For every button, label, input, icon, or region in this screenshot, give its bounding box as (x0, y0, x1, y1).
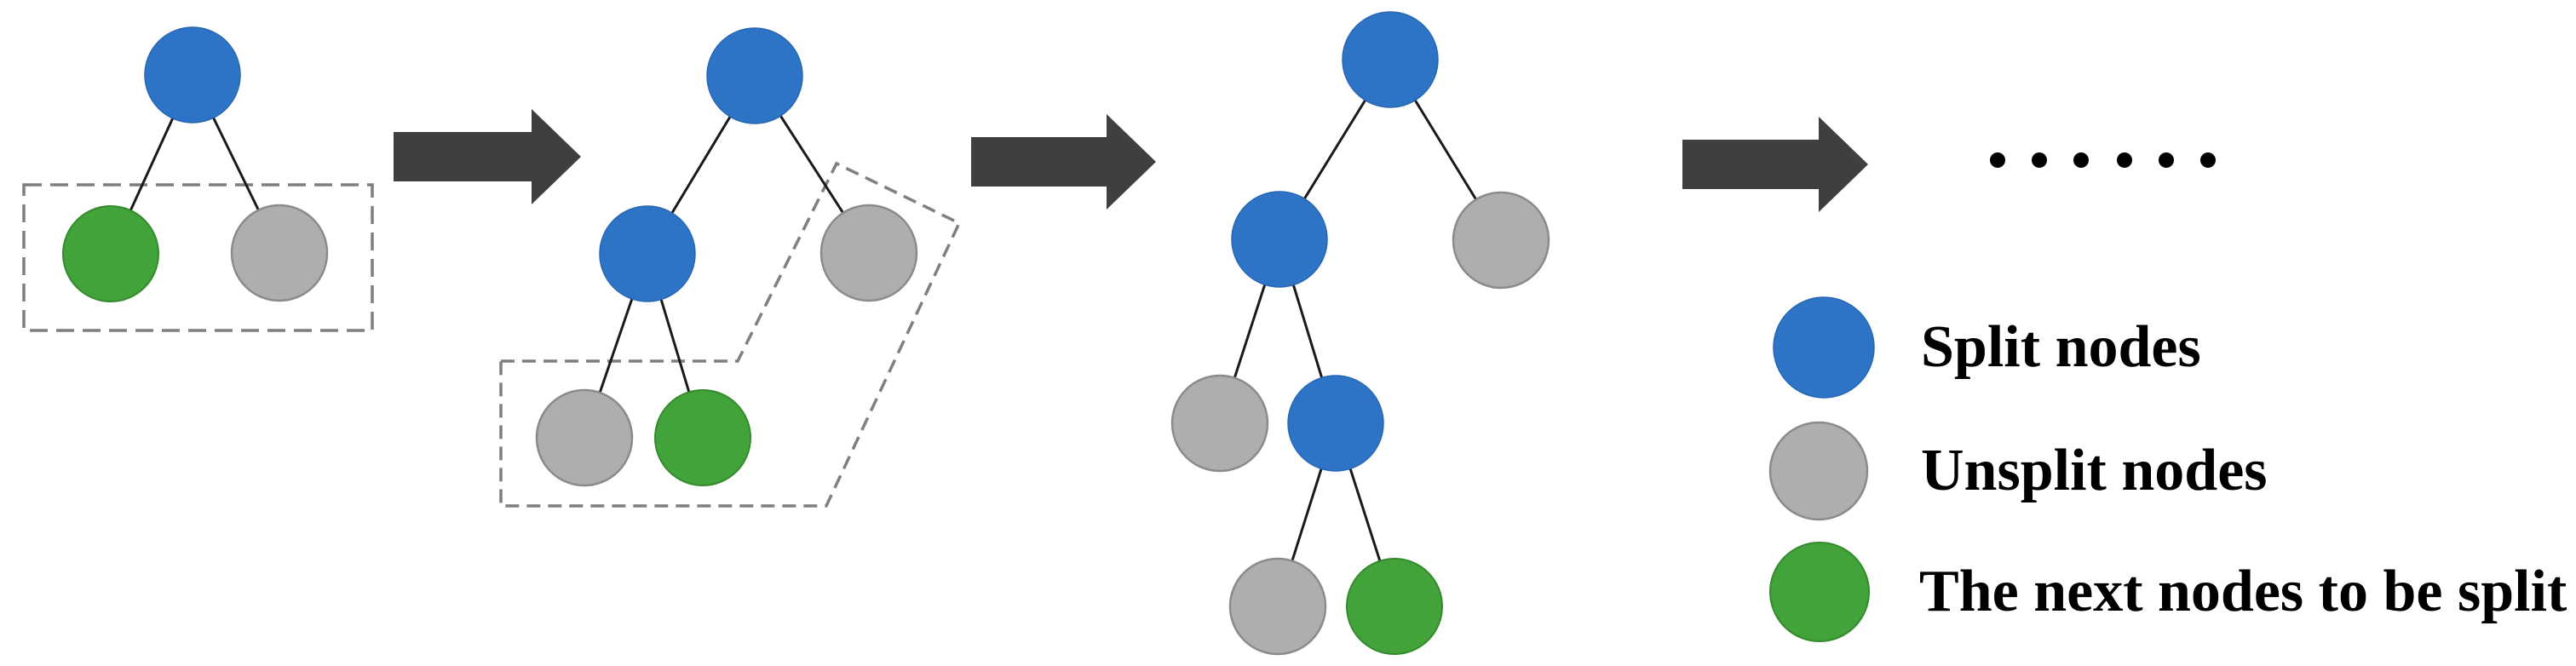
tree-node-next (654, 389, 751, 486)
flow-arrow-2 (971, 114, 1156, 210)
dashed-region-step-1 (22, 183, 374, 332)
tree-node-split (144, 26, 241, 123)
legend-label-split-nodes: Split nodes (1921, 314, 2201, 380)
tree-node-unsplit (230, 204, 329, 302)
ellipsis-dot (2159, 152, 2174, 168)
flow-arrow-1 (394, 109, 581, 204)
legend-swatch-unsplit (1768, 421, 1869, 521)
tree-node-split (599, 205, 696, 302)
flow-arrow-3 (1682, 117, 1868, 212)
tree-node-unsplit (1170, 374, 1269, 473)
legend-label-unsplit-nodes: Unsplit nodes (1921, 438, 2268, 503)
tree-node-split (1231, 191, 1328, 288)
tree-node-split (1342, 11, 1439, 108)
legend-swatch-next (1769, 542, 1870, 642)
tree-node-next (62, 205, 159, 302)
ellipsis-dot (2117, 152, 2132, 168)
tree-node-unsplit (819, 204, 918, 302)
tree-node-unsplit (1452, 191, 1550, 290)
ellipsis-dot (2073, 152, 2089, 168)
tree-node-split (706, 27, 803, 124)
dashed-region-step-2 (499, 161, 962, 508)
legend-label-next-nodes: The next nodes to be split (1919, 559, 2567, 624)
ellipsis-dot (2200, 152, 2216, 168)
tree-node-unsplit (1228, 557, 1327, 656)
ellipsis-dot (1990, 152, 2005, 168)
legend-swatch-split (1773, 296, 1875, 399)
tree-node-unsplit (535, 388, 634, 487)
ellipsis-dot (2032, 152, 2047, 168)
tree-node-next (1346, 558, 1443, 655)
tree-node-split (1287, 375, 1384, 472)
